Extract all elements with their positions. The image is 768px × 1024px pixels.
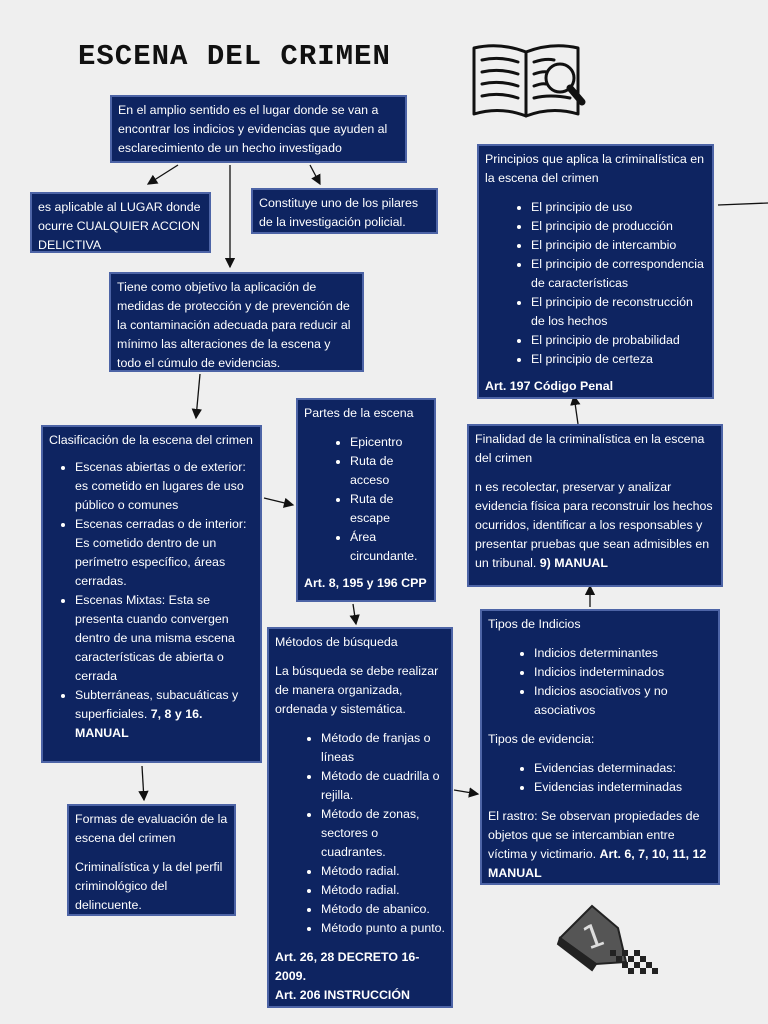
pillar-box: Constituye uno de los pilares de la inve… <box>251 188 438 234</box>
arrow-definition-applicable <box>146 164 179 185</box>
search-heading: Métodos de búsqueda <box>275 635 398 649</box>
page-title: ESCENA DEL CRIMEN <box>78 40 391 73</box>
search-item: Método de cuadrilla o rejilla. <box>321 767 445 805</box>
principles-item: El principio de reconstrucción de los he… <box>531 293 706 331</box>
search-item: Método de zonas, sectores o cuadrantes. <box>321 805 445 862</box>
arrow-classification-evaluation <box>138 765 149 802</box>
evidence-item: Evidencias indeterminadas <box>534 778 712 797</box>
classification-heading: Clasificación de la escena del crimen <box>49 433 253 447</box>
search-item: Método de abanico. <box>321 900 445 919</box>
evaluation-box: Formas de evaluación de la escena del cr… <box>67 804 236 916</box>
parts-box: Partes de la escena Epicentro Ruta de ac… <box>296 398 436 602</box>
rastro-text: El rastro: Se observan propiedades de ob… <box>488 809 700 861</box>
parts-item: Área circundante. <box>350 528 428 566</box>
parts-heading: Partes de la escena <box>304 406 414 420</box>
parts-ref: Art. 8, 195 y 196 CPP <box>304 576 427 590</box>
parts-item: Epicentro <box>350 433 428 452</box>
classification-item: Subterráneas, subacuáticas y superficial… <box>75 686 254 743</box>
evaluation-text: Criminalística y la del perfil criminoló… <box>75 860 223 912</box>
open-book-magnifier-icon <box>472 44 586 118</box>
parts-item: Ruta de acceso <box>350 452 428 490</box>
search-item: Método radial. <box>321 881 445 900</box>
classification-item: Escenas abiertas o de exterior: es comet… <box>75 458 254 515</box>
indicios-item: Indicios asociativos y no asociativos <box>534 682 712 720</box>
purpose-text: n es recolectar, preservar y analizar ev… <box>475 480 713 570</box>
applicable-text: es aplicable al LUGAR donde ocurre CUALQ… <box>38 200 201 252</box>
principles-ref: Art. 197 Código Penal <box>485 379 614 393</box>
purpose-paragraph: n es recolectar, preservar y analizar ev… <box>475 478 715 573</box>
principles-item: El principio de producción <box>531 217 706 236</box>
principles-heading: Principios que aplica la criminalística … <box>485 152 705 185</box>
definition-text: En el amplio sentido es el lugar donde s… <box>118 103 388 155</box>
classification-item: Escenas cerradas o de interior: Es comet… <box>75 515 254 591</box>
line-principles-right <box>717 202 768 206</box>
objective-box: Tiene como objetivo la aplicación de med… <box>109 272 364 372</box>
principles-item: El principio de probabilidad <box>531 331 706 350</box>
principles-item: El principio de correspondencia de carac… <box>531 255 706 293</box>
classification-item: Escenas Mixtas: Esta se presenta cuando … <box>75 591 254 686</box>
arrow-classification-parts <box>263 497 295 508</box>
search-ref-2: Art. 206 INSTRUCCIÓN <box>275 988 410 1002</box>
indicios-item: Indicios determinantes <box>534 644 712 663</box>
arrow-objective-classification <box>191 373 203 420</box>
pillar-text: Constituye uno de los pilares de la inve… <box>259 196 419 229</box>
parts-item: Ruta de escape <box>350 490 428 528</box>
purpose-heading: Finalidad de la criminalística en la esc… <box>475 432 705 465</box>
search-item: Método de franjas o líneas <box>321 729 445 767</box>
objective-text: Tiene como objetivo la aplicación de med… <box>117 280 351 370</box>
arrow-purpose-principles <box>570 394 581 425</box>
purpose-box: Finalidad de la criminalística en la esc… <box>467 424 723 587</box>
evidence-marker-icon: 1 <box>556 904 658 974</box>
purpose-ref: 9) MANUAL <box>539 556 608 570</box>
search-item: Método radial. <box>321 862 445 881</box>
search-intro: La búsqueda se debe realizar de manera o… <box>275 664 439 716</box>
search-item: Método punto a punto. <box>321 919 445 938</box>
applicable-box: es aplicable al LUGAR donde ocurre CUALQ… <box>30 192 211 253</box>
evidence-heading: Tipos de evidencia: <box>488 732 595 746</box>
classification-item-text: Subterráneas, subacuáticas y superficial… <box>75 688 239 721</box>
search-ref-1: Art. 26, 28 DECRETO 16-2009. <box>275 950 420 983</box>
indicios-heading: Tipos de Indicios <box>488 617 581 631</box>
indicios-ref: Art. 6, 7, 10, 11, 12 MANUAL <box>488 847 707 880</box>
search-box: Métodos de búsqueda La búsqueda se debe … <box>267 627 453 1008</box>
arrow-definition-pillar <box>309 164 321 186</box>
rastro-paragraph: El rastro: Se observan propiedades de ob… <box>488 807 712 883</box>
definition-box: En el amplio sentido es el lugar donde s… <box>110 95 407 163</box>
principles-item: El principio de certeza <box>531 350 706 369</box>
evidence-item: Evidencias determinadas: <box>534 759 712 778</box>
indicios-item: Indicios indeterminados <box>534 663 712 682</box>
arrow-search-indicios <box>453 787 480 798</box>
classification-ref: 7, 8 y 16. MANUAL <box>75 707 203 740</box>
arrow-parts-search <box>349 603 360 626</box>
evaluation-heading: Formas de evaluación de la escena del cr… <box>75 812 228 845</box>
principles-item: El principio de intercambio <box>531 236 706 255</box>
classification-box: Clasificación de la escena del crimen Es… <box>41 425 262 763</box>
principles-item: El principio de uso <box>531 198 706 217</box>
principles-box: Principios que aplica la criminalística … <box>477 144 714 399</box>
indicios-box: Tipos de Indicios Indicios determinantes… <box>480 609 720 885</box>
